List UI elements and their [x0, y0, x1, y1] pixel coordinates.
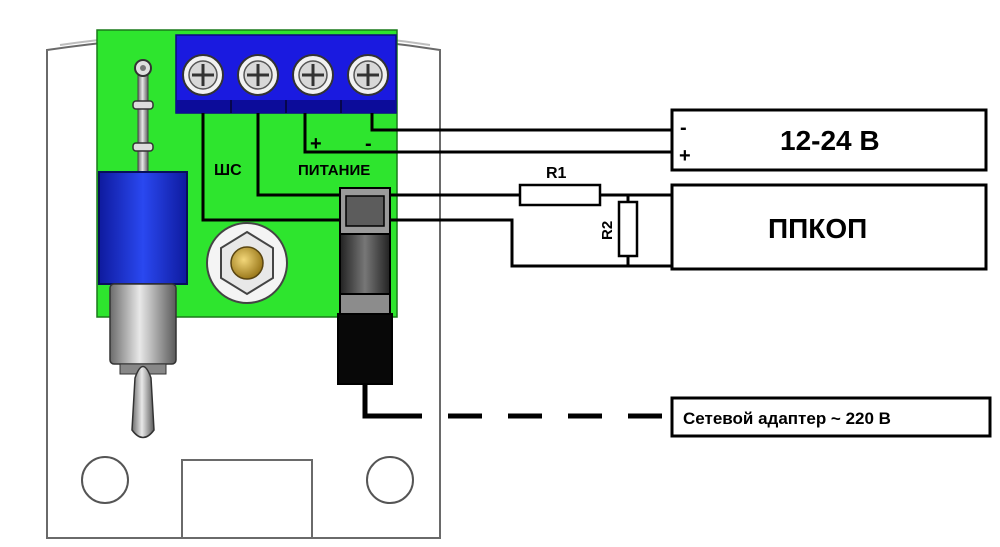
power-supply-box [670, 108, 988, 172]
relay-component [98, 171, 188, 439]
screw-1 [182, 54, 224, 96]
screw-2 [237, 54, 279, 96]
panel-label: ППКОП [768, 213, 867, 244]
power-minus-label: - [365, 133, 372, 155]
housing-notch [181, 459, 313, 538]
adapter-box [670, 396, 992, 438]
adapter-cable [362, 384, 672, 419]
mounting-hole-right [366, 456, 414, 504]
panel-box [670, 183, 988, 271]
power-supply-plus: + [679, 145, 691, 167]
resistor-r1-label: R1 [546, 165, 567, 182]
power-supply-label: 12-24 В [780, 125, 880, 156]
power-label: ПИТАНИЕ [298, 162, 370, 179]
screw-4 [347, 54, 389, 96]
resistor-r2-label: R2 [599, 221, 616, 240]
panel-wires [390, 193, 672, 268]
brass-nut [206, 222, 288, 304]
resistor-r1 [518, 183, 602, 207]
resistor-r2 [617, 200, 639, 258]
loop-label: ШС [214, 162, 242, 179]
dc-jack [337, 187, 393, 385]
power-plus-label: + [310, 133, 322, 155]
adapter-label: Сетевой адаптер ~ 220 В [683, 409, 891, 428]
mounting-hole-left [81, 456, 129, 504]
power-supply-minus: - [680, 117, 687, 139]
screw-3 [292, 54, 334, 96]
internal-wires [201, 113, 672, 222]
